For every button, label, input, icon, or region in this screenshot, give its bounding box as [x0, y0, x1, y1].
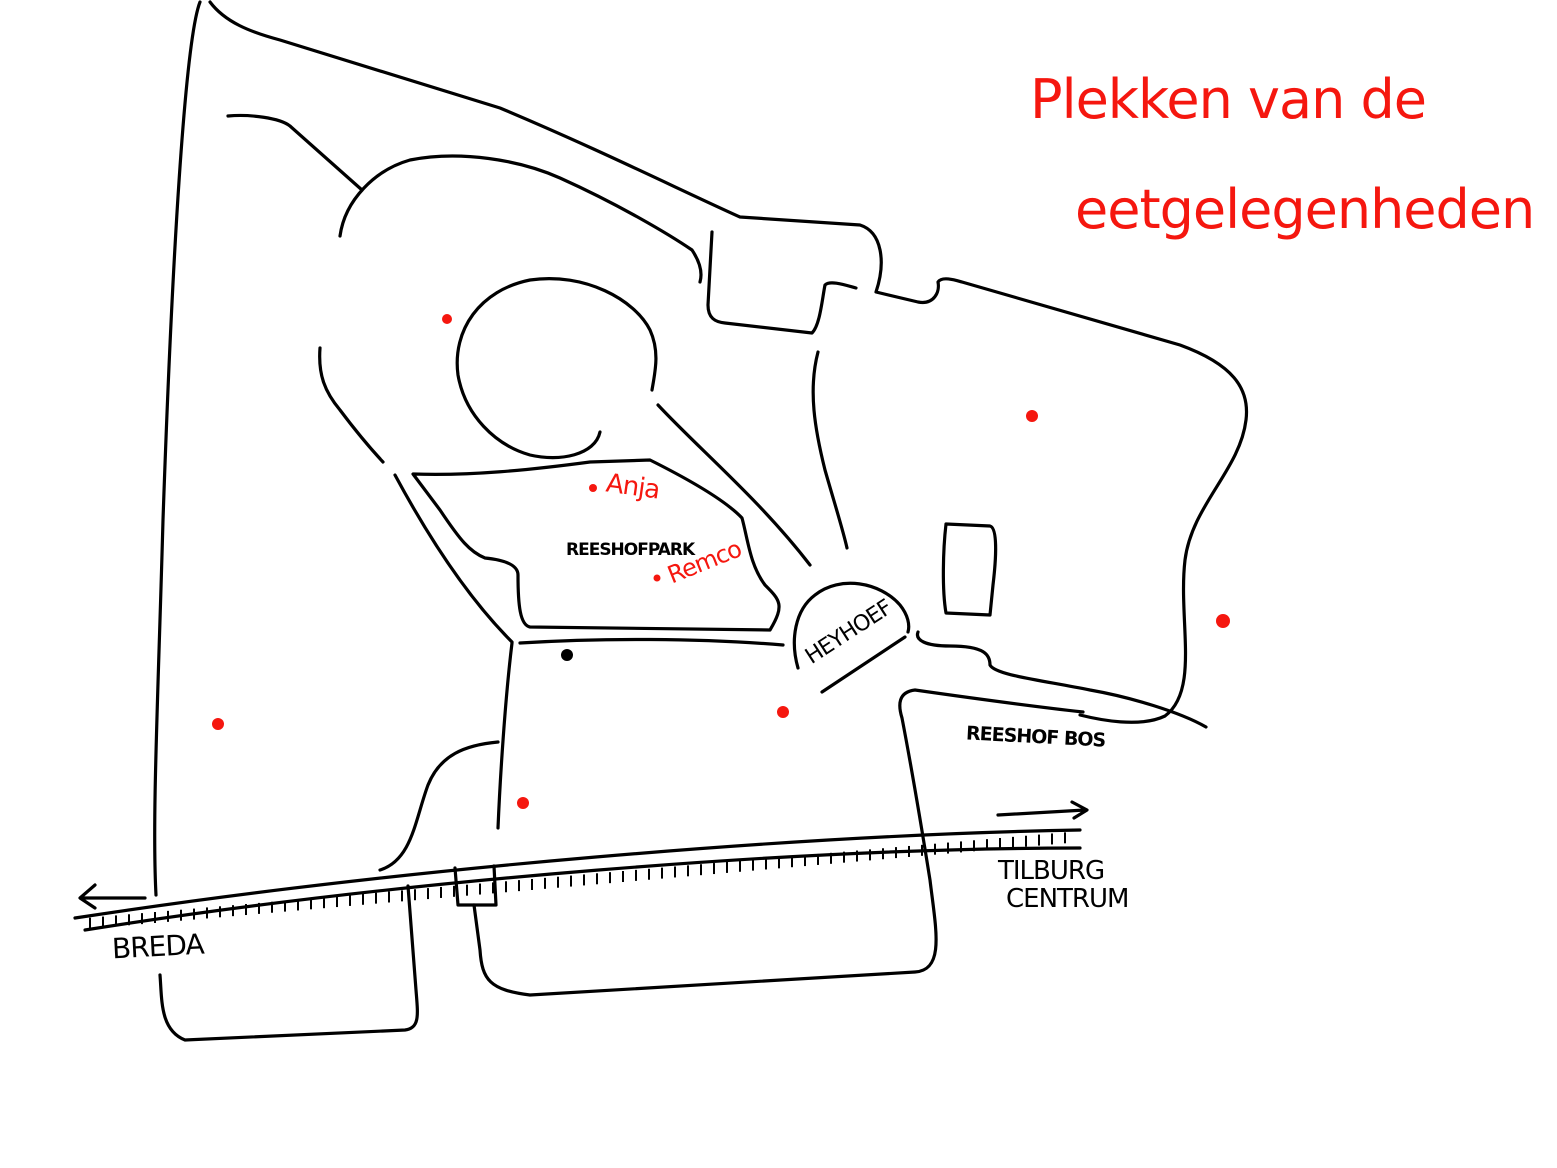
restaurant-marker[interactable]	[777, 706, 789, 718]
road-park-diagonal	[656, 403, 812, 567]
label-centrum: CENTRUM	[1006, 884, 1129, 914]
road-block-north	[706, 230, 858, 335]
road-east-link	[915, 630, 1208, 729]
restaurant-marker[interactable]	[212, 718, 224, 730]
railway-station-box	[453, 864, 498, 907]
road-big-arc	[338, 154, 703, 284]
map-title: Plekken van de	[1030, 68, 1427, 131]
road-central-vertical	[496, 641, 514, 830]
road-southwest-loop	[158, 884, 419, 1042]
map-title-line2: eetgelegenheden	[1075, 178, 1535, 241]
road-west-curve	[318, 346, 385, 464]
arrow-to-breda-icon	[78, 883, 147, 910]
road-outer-north	[208, 0, 1249, 724]
arrow-to-tilburg-icon	[996, 800, 1089, 820]
heyhoef-roundabout	[792, 581, 911, 694]
restaurant-marker[interactable]	[517, 797, 529, 809]
restaurant-marker[interactable]	[442, 314, 452, 324]
road-south-east	[472, 688, 1085, 997]
building-east	[941, 522, 998, 617]
remco-marker[interactable]	[653, 574, 661, 582]
road-north-east	[811, 350, 849, 550]
road-west-diagonal	[393, 473, 514, 644]
restaurant-marker[interactable]	[1026, 410, 1038, 422]
road-outer-west	[153, 0, 202, 897]
location-dot	[561, 649, 573, 661]
roundabout-circle	[455, 277, 658, 460]
label-reeshofpark: REESHOFPARK	[566, 540, 695, 560]
anja-marker[interactable]	[589, 484, 597, 492]
label-tilburg: TILBURG	[998, 856, 1105, 886]
label-breda: BREDA	[111, 927, 205, 966]
road-south-curve	[378, 740, 500, 872]
park-boundary	[411, 458, 781, 632]
road-northwest-branch	[226, 113, 364, 192]
road-park-south	[518, 637, 785, 647]
railway-line	[73, 828, 1082, 932]
restaurant-marker[interactable]	[1216, 614, 1230, 628]
